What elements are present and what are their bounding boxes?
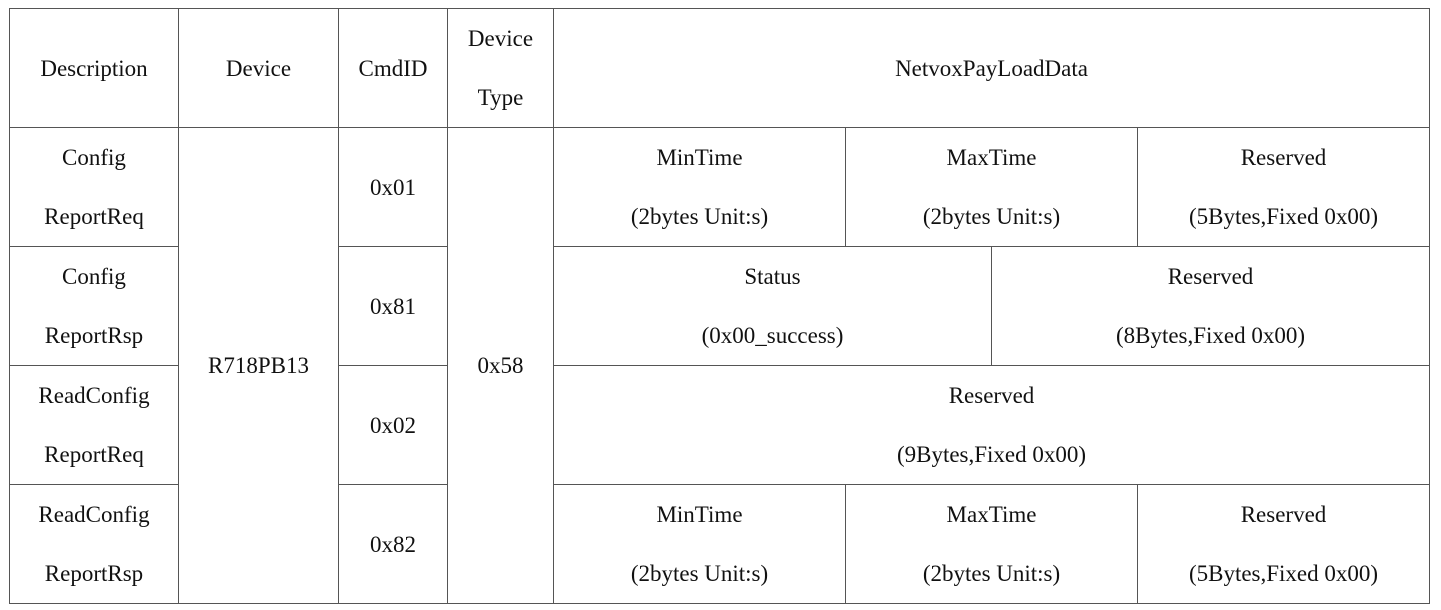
header-device-type-line2: Type	[477, 85, 524, 110]
payload-field-name: MinTime	[656, 502, 743, 527]
description-line1: ReadConfig	[38, 383, 150, 408]
table-header-row: Description Device CmdID Device Type Net…	[9, 8, 1431, 128]
payload-cell: MaxTime (2bytes Unit:s)	[845, 484, 1138, 604]
cmdid-cell: 0x02	[338, 365, 448, 485]
description-line2: ReportReq	[44, 442, 144, 467]
payload-field-detail: (2bytes Unit:s)	[922, 561, 1061, 586]
description-line1: Config	[62, 264, 126, 289]
payload-cell: Reserved (5Bytes,Fixed 0x00)	[1136, 484, 1431, 604]
payload-field-detail: (5Bytes,Fixed 0x00)	[1188, 561, 1379, 586]
payload-cell: MinTime (2bytes Unit:s)	[553, 484, 846, 604]
payload-field-name: MaxTime	[946, 145, 1037, 170]
header-payload: NetvoxPayLoadData	[552, 8, 1431, 128]
payload-field-detail: (8Bytes,Fixed 0x00)	[1115, 323, 1306, 348]
table-row: ReadConfig ReportRsp 0x82 MinTime (2byte…	[9, 484, 1431, 604]
payload-field-name: Status	[744, 264, 801, 289]
payload-field-detail: (2bytes Unit:s)	[922, 204, 1061, 229]
payload-field-detail: (5Bytes,Fixed 0x00)	[1188, 204, 1379, 229]
payload-field-name: Reserved	[1167, 264, 1254, 289]
payload-field-name: MaxTime	[946, 502, 1037, 527]
row-description: ReadConfig ReportReq	[9, 365, 179, 485]
header-cmdid: CmdID	[338, 8, 448, 128]
header-device-type-line1: Device	[467, 26, 534, 51]
command-table: Description Device CmdID Device Type Net…	[9, 8, 1431, 604]
payload-field-name: Reserved	[1240, 145, 1327, 170]
cmdid-cell: 0x81	[338, 246, 448, 366]
table-row: Config ReportRsp 0x81 Status (0x00_succe…	[9, 246, 1431, 366]
header-description: Description	[9, 8, 179, 128]
payload-cell: MaxTime (2bytes Unit:s)	[845, 127, 1138, 247]
payload-field-detail: (9Bytes,Fixed 0x00)	[896, 442, 1087, 467]
device-name-cell: R718PB13	[178, 127, 339, 604]
cmdid-cell: 0x01	[338, 127, 448, 247]
table-row: Config ReportReq R718PB13 0x01 0x58 MinT…	[9, 127, 1431, 604]
header-device-type: Device Type	[447, 8, 554, 128]
payload-cell: MinTime (2bytes Unit:s)	[553, 127, 846, 247]
description-line1: Config	[62, 145, 126, 170]
payload-field-detail: (2bytes Unit:s)	[630, 561, 769, 586]
payload-cell: Reserved (5Bytes,Fixed 0x00)	[1136, 127, 1431, 247]
payload-field-name: MinTime	[656, 145, 743, 170]
payload-field-detail: (0x00_success)	[701, 323, 844, 348]
description-line2: ReportRsp	[44, 561, 144, 586]
table-row: ReadConfig ReportReq 0x02 Reserved (9Byt…	[9, 365, 1431, 485]
row-description: ReadConfig ReportRsp	[9, 484, 179, 604]
row-description: Config ReportRsp	[9, 246, 179, 366]
payload-cell: Reserved (9Bytes,Fixed 0x00)	[552, 365, 1431, 485]
payload-cell: Reserved (8Bytes,Fixed 0x00)	[990, 246, 1431, 366]
payload-field-name: Reserved	[948, 383, 1035, 408]
payload-field-name: Reserved	[1240, 502, 1327, 527]
header-device: Device	[178, 8, 339, 128]
payload-field-detail: (2bytes Unit:s)	[630, 204, 769, 229]
payload-cell: Status (0x00_success)	[553, 246, 992, 366]
device-type-cell: 0x58	[447, 127, 554, 604]
row-description: Config ReportReq	[9, 127, 179, 247]
cmdid-cell: 0x82	[338, 484, 448, 604]
description-line2: ReportReq	[44, 204, 144, 229]
description-line2: ReportRsp	[44, 323, 144, 348]
description-line1: ReadConfig	[38, 502, 150, 527]
